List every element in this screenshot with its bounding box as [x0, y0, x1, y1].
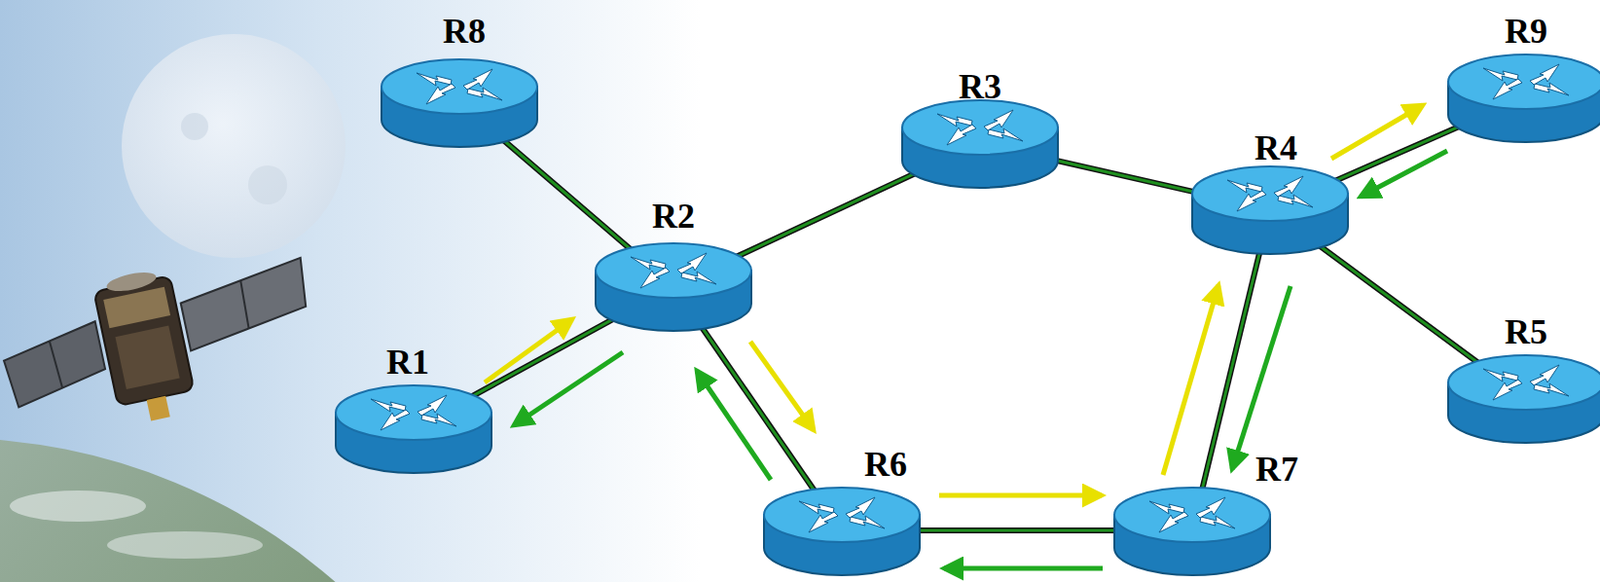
moon-crater [248, 165, 288, 205]
router: R1 [331, 379, 496, 477]
network-link [1046, 158, 1204, 195]
cloud [9, 490, 146, 522]
green-flow [513, 150, 1448, 569]
router-label: R4 [1254, 128, 1298, 168]
flow-arrow [939, 493, 1102, 499]
flow-arrow [1360, 150, 1448, 197]
cloud [107, 531, 263, 559]
router-icon [1444, 48, 1600, 146]
router-label: R2 [652, 196, 695, 236]
link-line [1200, 244, 1263, 496]
flow-arrow [944, 566, 1103, 572]
flow-arrow [1232, 286, 1291, 470]
flow-arrow [1163, 285, 1219, 475]
link-line [1046, 158, 1204, 195]
router-icon [1444, 349, 1600, 447]
router: R2 [591, 237, 756, 335]
router-label: R5 [1504, 312, 1548, 352]
flow-arrow [513, 352, 623, 426]
router: R7 [1110, 481, 1274, 580]
network-link [726, 167, 928, 262]
router: R9 [1444, 48, 1600, 146]
router: R4 [1188, 160, 1352, 258]
router-icon [898, 94, 1062, 192]
network-link [1309, 238, 1487, 369]
router: R5 [1444, 349, 1600, 447]
network-link [1200, 244, 1263, 496]
link-shadow [495, 132, 639, 255]
router-icon [377, 53, 542, 151]
router-label: R7 [1255, 449, 1299, 489]
yellow-flow [484, 105, 1423, 496]
router: R8 [377, 53, 542, 151]
link-shadow [915, 527, 1120, 534]
router: R3 [898, 94, 1062, 192]
flow-arrow [696, 370, 771, 480]
router: R6 [760, 481, 924, 580]
router-label: R9 [1504, 11, 1548, 51]
router-icon [760, 481, 924, 580]
link-line [495, 132, 639, 255]
router-icon [591, 237, 756, 335]
link-line [696, 319, 820, 498]
link-shadow [1046, 158, 1204, 195]
link-line [915, 529, 1120, 533]
link-shadow [726, 167, 928, 262]
moon-crater [181, 112, 209, 141]
network-link [696, 319, 820, 498]
flow-arrow [750, 341, 814, 431]
router-icon [1110, 481, 1274, 580]
router-icon [331, 379, 496, 477]
link-shadow [1200, 244, 1263, 496]
router-label: R3 [958, 67, 1002, 107]
link-shadow [696, 319, 820, 498]
flow-arrow [484, 319, 573, 383]
link-shadow [1309, 238, 1487, 369]
network-link [495, 132, 639, 255]
link-shadow [462, 312, 626, 402]
network-link [915, 530, 1120, 532]
router-icon [1188, 160, 1352, 258]
link-line [1309, 238, 1487, 369]
satellite [0, 238, 328, 448]
router-label: R8 [442, 11, 486, 51]
flow-arrow [1331, 105, 1423, 159]
router-label: R6 [864, 444, 908, 484]
moon [121, 34, 346, 258]
link-line [726, 167, 928, 262]
router-label: R1 [386, 342, 430, 382]
network-link [462, 312, 626, 402]
link-line [462, 312, 626, 402]
